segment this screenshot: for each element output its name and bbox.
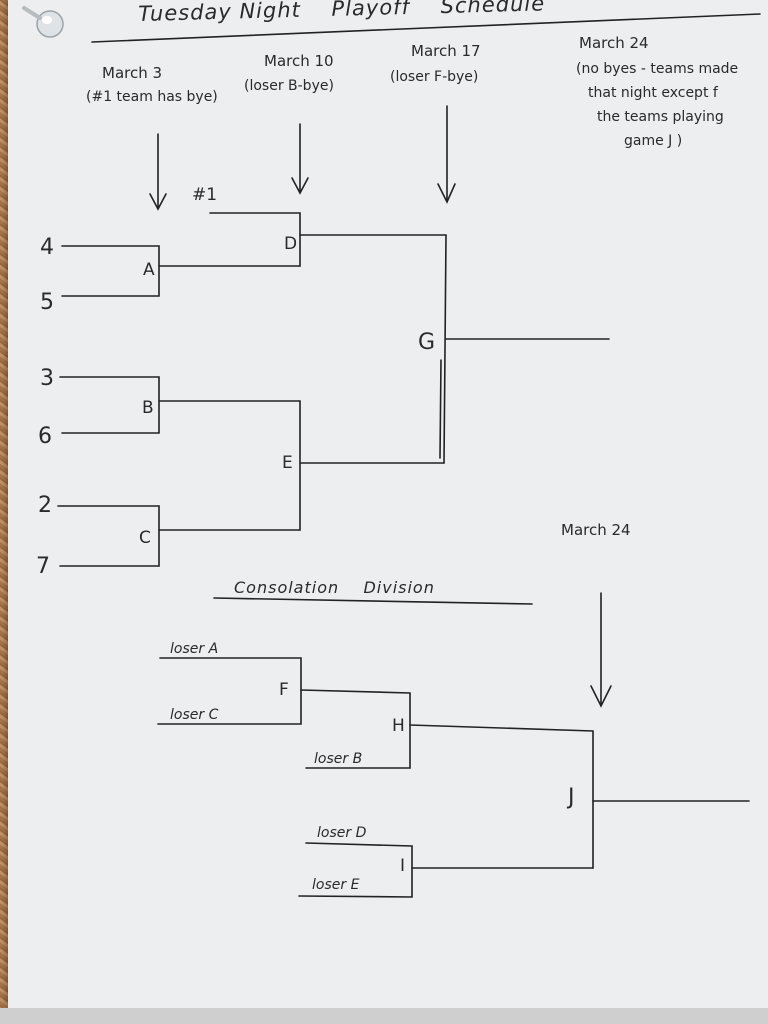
note-march10: (loser B-bye)	[244, 78, 334, 94]
loser-d-label: loser D	[317, 825, 367, 841]
arrow-march3	[149, 133, 167, 211]
game-h-label: H	[392, 716, 405, 736]
game-i-label: I	[400, 856, 406, 876]
game-d-label: D	[284, 234, 298, 254]
note-march24-line1: (no byes - teams made	[576, 61, 739, 77]
seed-3-label: 3	[40, 366, 54, 391]
seed-7-label: 7	[36, 554, 50, 579]
title-underline	[91, 13, 761, 43]
seed-2-label: 2	[38, 493, 52, 518]
game-j-bracket	[592, 730, 750, 869]
date-march24-consolation: March 24	[561, 521, 631, 539]
game-g-label: G	[418, 330, 436, 355]
date-march17: March 17	[411, 42, 481, 60]
push-pin-icon	[22, 6, 64, 38]
seed-5-label: 5	[40, 290, 54, 315]
consolation-underline	[213, 597, 533, 605]
seed-6-label: 6	[38, 424, 52, 449]
game-f-label: F	[279, 680, 289, 700]
loser-b-label: loser B	[314, 751, 363, 767]
game-b-label: B	[142, 398, 154, 418]
consolation-heading: Consolation Division	[234, 578, 435, 597]
game-f-bracket	[157, 657, 411, 725]
game-a-bracket	[61, 245, 301, 297]
paper-sheet	[8, 0, 768, 1008]
game-c-bracket	[57, 505, 301, 567]
game-h-bracket	[305, 692, 594, 769]
loser-c-label: loser C	[170, 707, 219, 723]
loser-e-label: loser E	[312, 877, 360, 893]
date-march24: March 24	[579, 34, 649, 52]
seed-4-label: 4	[40, 235, 54, 260]
note-march3: (#1 team has bye)	[86, 89, 218, 105]
seed-1-label: #1	[192, 185, 218, 205]
note-march24-line2: that night except f	[588, 85, 718, 101]
note-march17: (loser F-bye)	[390, 69, 479, 85]
game-g-bracket	[439, 234, 610, 464]
game-d-bracket	[209, 212, 447, 267]
game-e-label: E	[282, 453, 293, 473]
game-b-bracket	[59, 376, 301, 434]
bottom-edge	[0, 1008, 768, 1024]
game-i-bracket	[298, 842, 594, 898]
game-e-bracket	[299, 400, 445, 531]
note-march24-line3: the teams playing	[597, 109, 724, 125]
game-j-label: J	[568, 785, 575, 810]
date-march3: March 3	[102, 64, 163, 82]
arrow-march24	[590, 592, 612, 708]
date-march10: March 10	[264, 52, 334, 70]
arrow-march17	[437, 105, 456, 204]
arrow-march10	[291, 123, 309, 195]
loser-a-label: loser A	[170, 641, 219, 657]
note-march24-line4: game J )	[624, 133, 683, 149]
game-c-label: C	[139, 528, 151, 548]
game-a-label: A	[143, 260, 155, 280]
